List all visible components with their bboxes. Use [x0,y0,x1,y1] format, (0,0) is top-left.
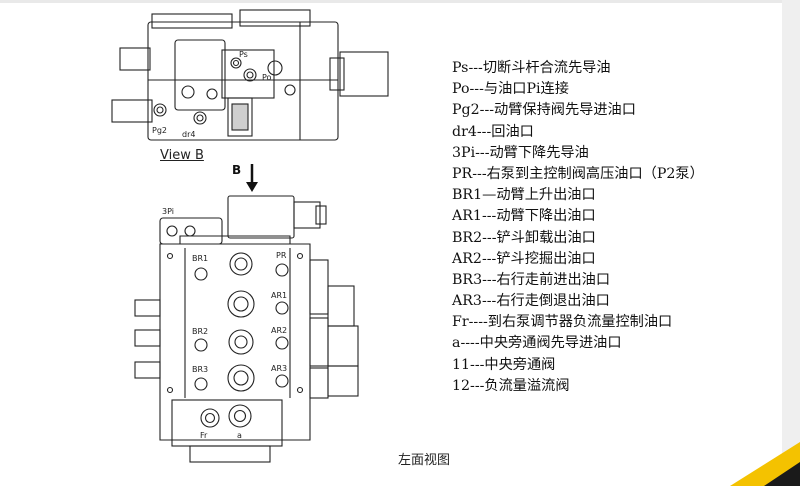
label-pr: PR [276,251,287,260]
label-3pi: 3Pi [162,207,174,216]
label-ar2: AR2 [271,326,287,335]
legend-item-po: Po---与油口Pi连接 [452,81,569,98]
top-rule [0,0,800,3]
legend-item-pg2: Pg2---动臂保持阀先导进油口 [452,102,636,119]
label-br1: BR1 [192,254,208,263]
figure-caption: 左面视图 [398,453,451,468]
label-po: Po [262,73,272,82]
view-b-port-labels: Ps Po Pg2 dr4 [152,50,272,139]
legend-item-ar1: AR1---动臂下降出油口 [452,208,596,225]
legend-item-br3: BR3---右行走前进出油口 [452,271,611,288]
legend-item-12: 12---负流量溢流阀 [452,377,570,394]
legend-item-11: 11---中央旁通阀 [452,356,556,373]
view-b-valve [111,9,389,141]
left-view-valve [134,195,359,463]
arrow-b-label: B [232,163,242,177]
left-view-port-labels: 3Pi BR1 PR AR1 BR2 AR2 BR3 AR3 Fr a [162,207,287,440]
label-a: a [237,431,242,440]
corner-decoration-inner [764,462,800,486]
legend-item-ar2: AR2---铲斗挖掘出油口 [452,250,596,267]
legend-item-fr: Fr----到右泵调节器负流量控制油口 [452,314,673,331]
label-pg2: Pg2 [152,126,167,135]
label-ps: Ps [239,50,248,59]
label-dr4: dr4 [182,130,195,139]
label-fr: Fr [200,431,208,440]
legend-item-ps: Ps---切断斗杆合流先导油 [452,60,611,76]
label-br2: BR2 [192,327,208,336]
legend-item-br1: BR1—动臂上升出油口 [452,187,596,204]
right-scroll-strip [782,0,800,486]
view-b-title: View B [160,148,204,163]
legend-item-dr4: dr4---回油口 [452,123,534,140]
port-legend: Ps---切断斗杆合流先导油 Po---与油口Pi连接 Pg2---动臂保持阀先… [452,58,782,397]
view-b-arrow [246,164,258,192]
legend-item-ar3: AR3---右行走倒退出油口 [452,293,610,310]
legend-item-a: a----中央旁通阀先导进油口 [452,335,622,352]
label-ar1: AR1 [271,291,287,300]
label-ar3: AR3 [271,364,287,373]
label-br3: BR3 [192,365,208,374]
legend-item-pr: PR---右泵到主控制阀高压油口（P2泵） [452,165,704,182]
legend-item-3pi: 3Pi---动臂下降先导油 [452,144,589,161]
legend-item-br2: BR2---铲斗卸载出油口 [452,229,596,246]
